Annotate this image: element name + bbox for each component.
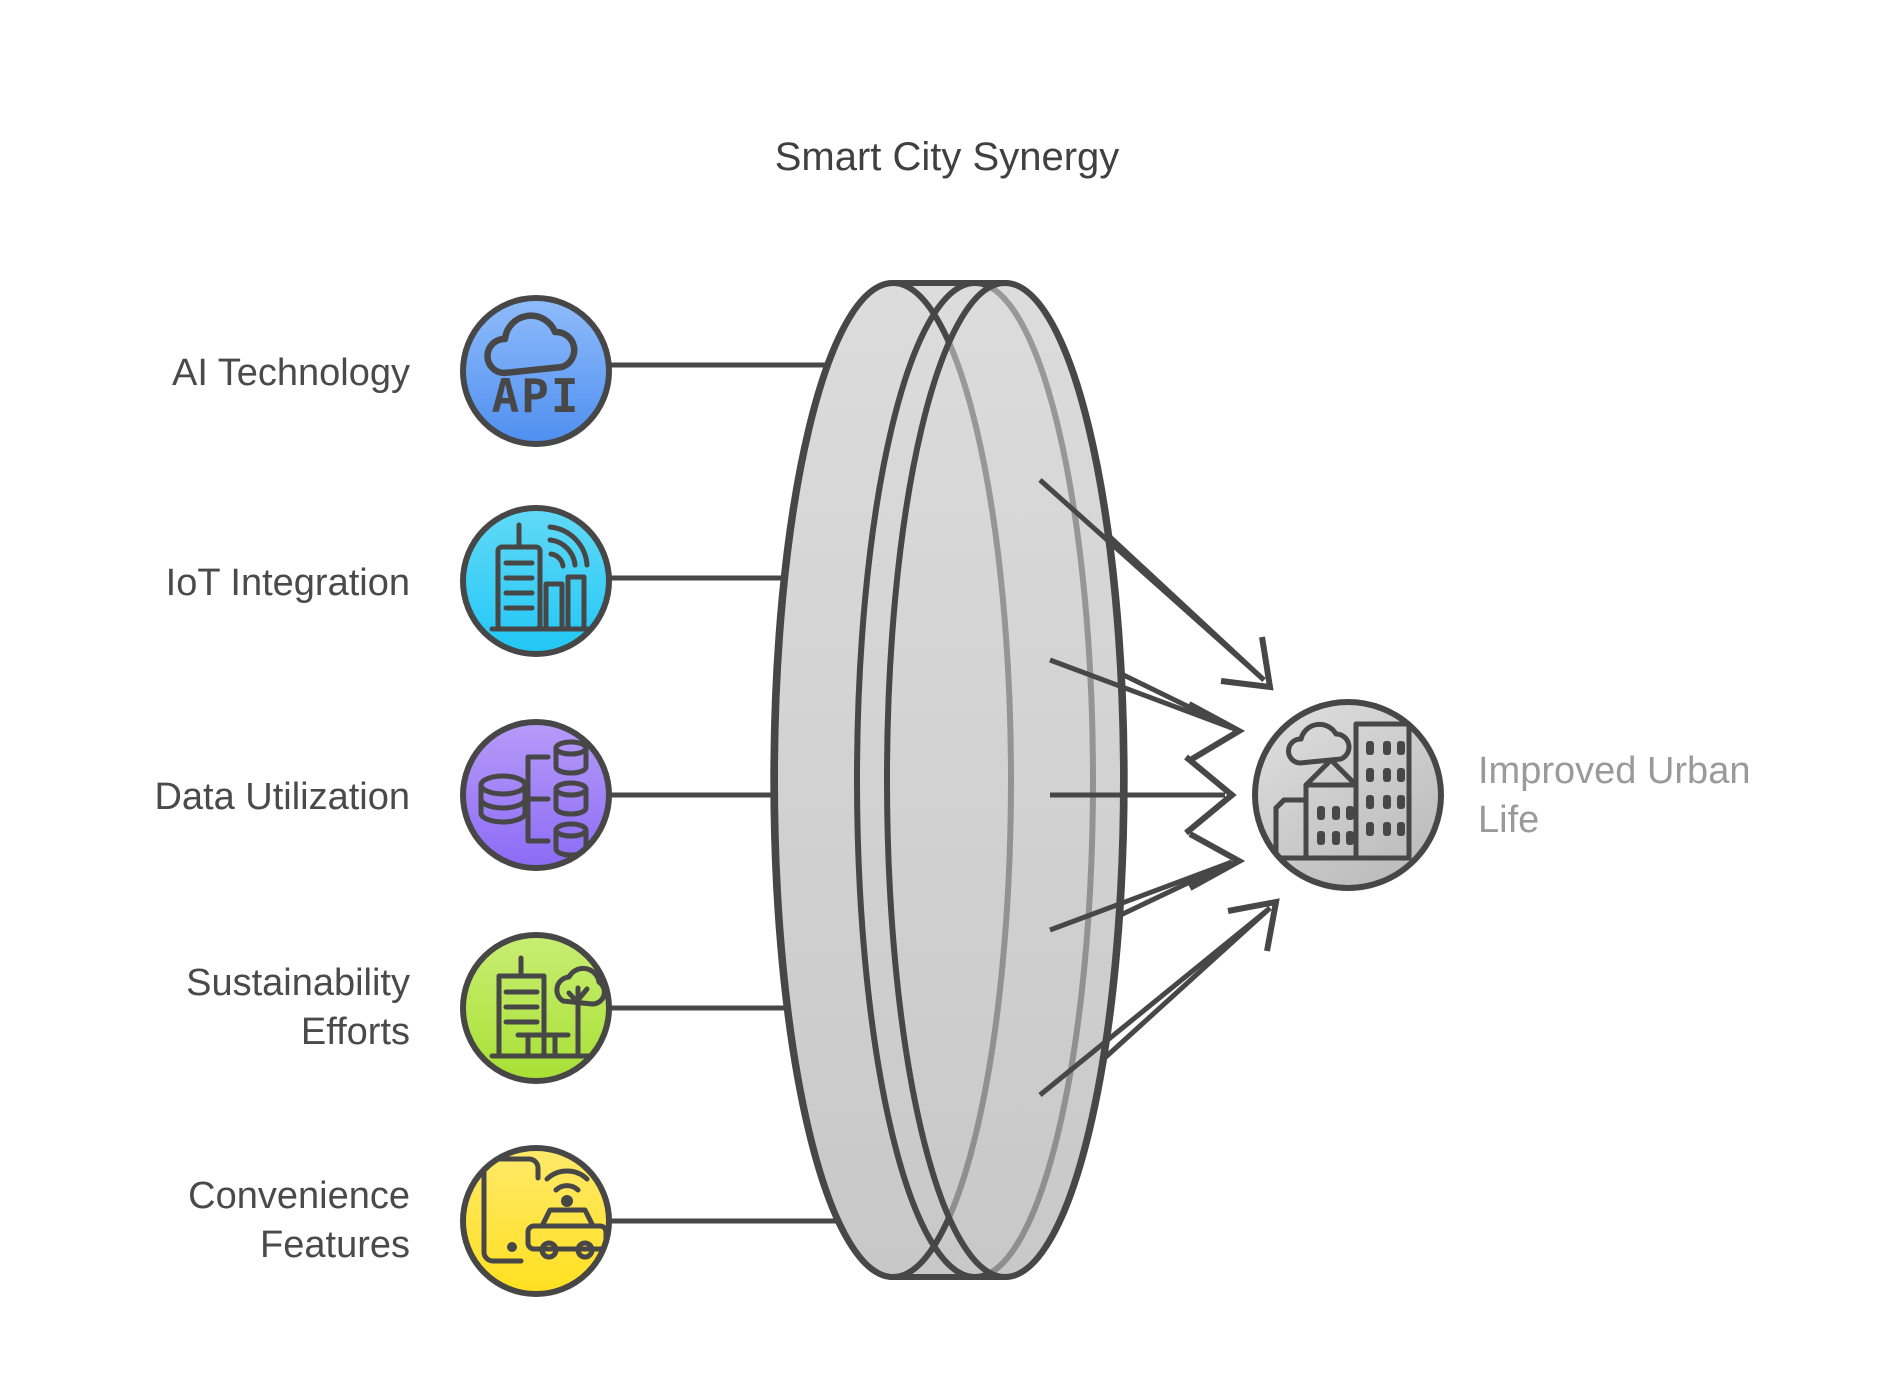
node-sustainability-efforts[interactable]: Sustainability Efforts — [186, 932, 612, 1084]
convergence-lens — [770, 280, 1128, 1280]
connector-iot-front — [1049, 657, 1233, 731]
cityscape-cloud-icon — [1273, 721, 1412, 861]
label-sustainability-line1: Sustainability — [186, 962, 410, 1004]
city-wifi-icon — [489, 522, 593, 632]
label-convenience-line1: Convenience — [188, 1175, 410, 1217]
iot-integration-icon-circle[interactable] — [460, 505, 612, 657]
arrowheads — [1184, 636, 1280, 952]
connector-ai-front — [1038, 478, 1266, 682]
node-convenience-features[interactable]: Convenience Features — [188, 1145, 612, 1297]
arrowhead-ai — [1220, 636, 1274, 691]
node-iot-integration[interactable]: IoT Integration — [166, 505, 612, 657]
label-ai-technology: AI Technology — [172, 352, 410, 394]
arrowhead-sustainability — [1188, 831, 1246, 891]
cloud-api-icon: API — [484, 312, 580, 423]
label-convenience-line2: Features — [260, 1224, 410, 1266]
arrowhead-data — [1184, 754, 1237, 836]
node-ai-technology[interactable]: API AI Technology — [172, 295, 612, 447]
improved-urban-life-icon-circle[interactable] — [1252, 699, 1444, 891]
data-utilization-icon-circle[interactable] — [460, 719, 612, 871]
node-improved-urban-life[interactable]: Improved Urban Life — [1252, 699, 1750, 891]
connector-convenience-front — [1038, 906, 1272, 1097]
label-iot-integration: IoT Integration — [166, 562, 410, 604]
connector-lines-front — [1038, 478, 1272, 1097]
label-data-utilization: Data Utilization — [154, 776, 410, 818]
connector-sustain-front — [1049, 859, 1233, 933]
label-sustainability-line2: Efforts — [301, 1011, 410, 1053]
building-tree-icon — [489, 955, 607, 1059]
label-outcome-line2: Life — [1478, 799, 1539, 841]
node-data-utilization[interactable]: Data Utilization — [154, 719, 612, 871]
api-icon-text: API — [491, 369, 580, 423]
arrowhead-convenience — [1227, 898, 1280, 952]
lens-front-face — [884, 280, 1126, 1280]
arrowhead-iot — [1187, 701, 1246, 762]
page-title: Smart City Synergy — [775, 135, 1120, 179]
label-outcome-line1: Improved Urban — [1478, 750, 1750, 792]
